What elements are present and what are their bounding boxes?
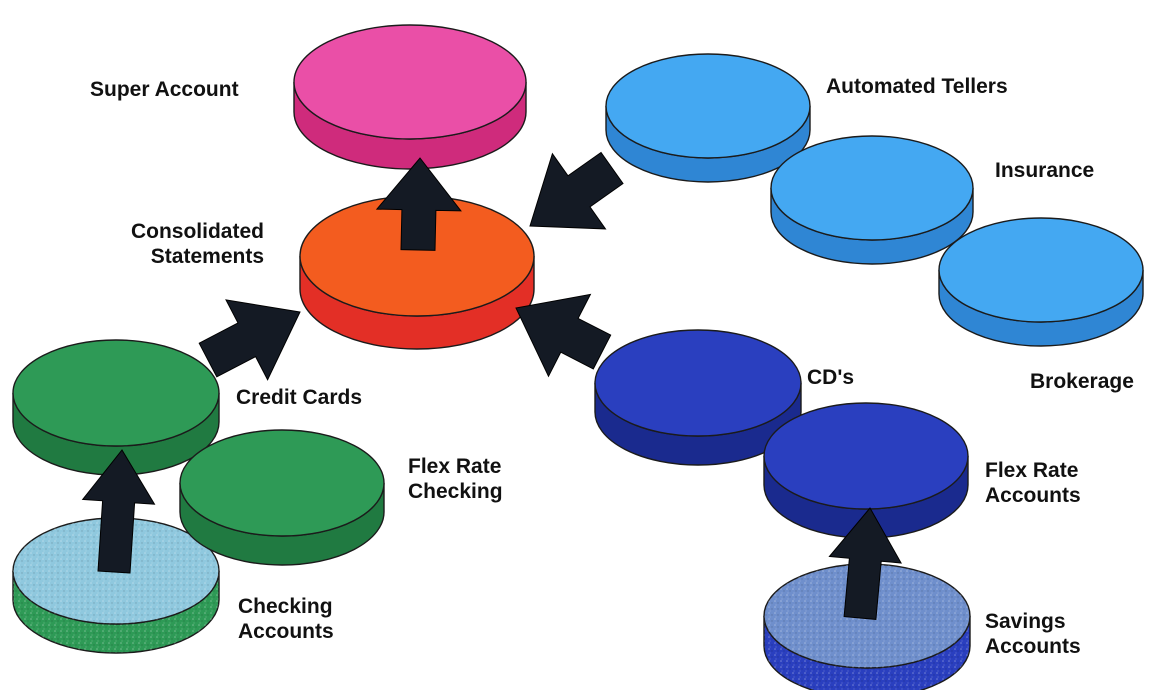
disk-insurance [770,135,974,265]
disk-top [770,135,974,241]
disk-consolidated-statements [299,195,535,350]
disk-top [179,429,385,537]
label-brokerage: Brokerage [1030,370,1134,393]
disk-flex-rate-accounts [763,402,969,539]
disk-top [594,329,802,437]
label-super-account: Super Account [90,78,239,101]
disk-top [605,53,811,159]
disk-top [293,24,527,140]
disk-top [763,402,969,510]
disk-automated-tellers [605,53,811,183]
label-automated-tellers: Automated Tellers [826,75,1008,98]
disk-top [12,339,220,447]
arrow-automated-tellers-to-consolidated-statements [529,151,624,230]
disk-side-texture [13,571,219,653]
arrow-credit-cards-to-consolidated-statements [198,299,301,381]
arrow-consolidated-statements-to-super-account [375,157,462,251]
disk-credit-cards [12,339,220,476]
arrow-checking-accounts-to-credit-cards [81,449,156,574]
disk-side-texture [764,616,970,690]
disk-flex-rate-checking [179,429,385,566]
arrow-cds-to-consolidated-statements [515,293,612,378]
label-insurance: Insurance [995,159,1095,182]
disk-brokerage [938,217,1144,347]
label-cds: CD's [807,366,855,389]
arrow-savings-accounts-to-flex-rate-accounts [828,507,903,620]
disk-cds [594,329,802,466]
label-credit-cards: Credit Cards [236,386,363,409]
disk-top [938,217,1144,323]
disk-super-account [293,24,527,170]
